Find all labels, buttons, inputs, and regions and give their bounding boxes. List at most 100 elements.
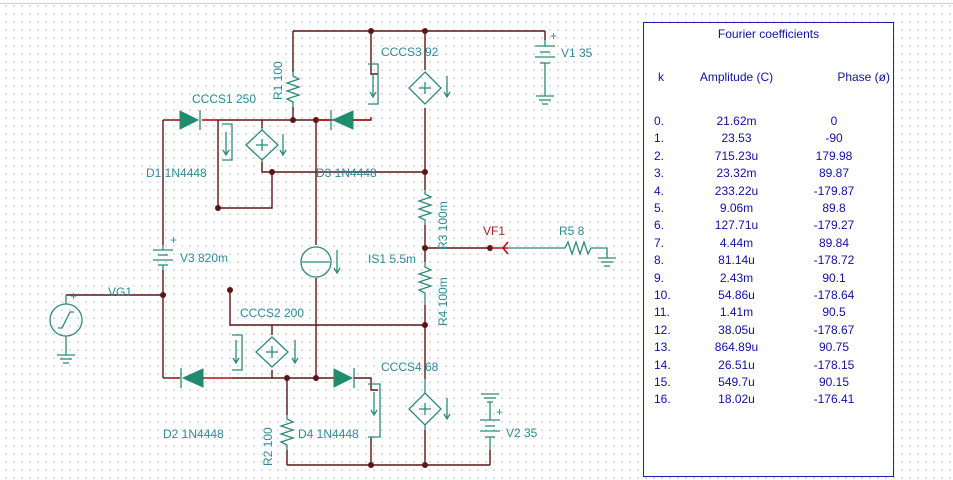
canvas-top-border [0, 3, 953, 4]
cell-k: 9. [654, 270, 665, 285]
svg-text:+: + [550, 29, 557, 43]
table-row: 14. 26.51u -178.15 [644, 358, 893, 375]
resistor-r1[interactable] [284, 72, 302, 107]
cell-k: 5. [654, 201, 665, 215]
cell-amplitude: 549.7u [718, 375, 755, 389]
cell-phase: 89.87 [818, 166, 850, 181]
cell-k: 4. [654, 183, 665, 198]
cell-phase: 90.15 [818, 375, 850, 389]
d4-label: D4 1N4448 [298, 427, 359, 441]
cell-amplitude: 864.89u [714, 340, 759, 355]
cell-amplitude: 233.22u [714, 183, 759, 198]
r1-label: R1 100 [271, 61, 285, 100]
cell-phase: -176.41 [813, 392, 855, 407]
v1-label: V1 35 [561, 46, 593, 60]
cell-phase: -178.67 [813, 322, 855, 337]
cell-phase: 89.8 [822, 201, 846, 215]
cell-phase: 90.1 [822, 270, 846, 285]
cell-amplitude: 18.02u [718, 392, 755, 407]
r2-label: R2 100 [261, 427, 275, 466]
cccs1-label: CCCS1 250 [192, 92, 256, 106]
cell-amplitude: 9.06m [719, 201, 754, 215]
cell-k: 13. [654, 340, 671, 355]
vf1-label: VF1 [483, 224, 505, 238]
cell-amplitude: 1.41m [719, 305, 754, 320]
cell-amplitude: 26.51u [718, 357, 755, 372]
signal-generator-vg1[interactable]: + [49, 289, 83, 364]
cell-k: 15. [654, 375, 671, 389]
cell-k: 12. [654, 322, 671, 337]
cccs3-label: CCCS3 92 [381, 45, 439, 59]
header-phase: Phase (ø) [837, 70, 890, 84]
cell-phase: 0 [830, 114, 838, 128]
fourier-title: Fourier coefficients [717, 27, 820, 41]
cell-phase: 89.84 [818, 235, 850, 250]
cccs3-source[interactable] [368, 63, 451, 105]
resistor-r5[interactable] [508, 239, 616, 267]
is1-label: IS1 5.5m [368, 252, 416, 266]
cell-k: 14. [654, 357, 671, 372]
cell-phase: -178.64 [813, 288, 855, 302]
cell-phase: -179.27 [813, 218, 855, 233]
table-row: 4.233.22u-179.87 [644, 184, 893, 201]
d2-label: D2 1N4448 [163, 427, 224, 441]
cell-amplitude: 4.44m [719, 235, 754, 250]
table-row: 5. 9.06m 89.8 [644, 201, 893, 218]
cell-k: 3. [654, 166, 665, 181]
cell-phase: -178.15 [813, 357, 855, 372]
table-row: 15. 549.7u 90.15 [644, 375, 893, 392]
svg-text:+: + [496, 405, 503, 419]
cell-phase: 179.98 [815, 148, 853, 163]
cell-phase: 90.75 [818, 340, 850, 355]
table-row: 8.81.14u-178.72 [644, 253, 893, 270]
table-row: 13. 864.89u 90.75 [644, 340, 893, 357]
cell-amplitude: 21.62m [716, 114, 757, 128]
fourier-coefficients-panel: Fourier coefficients k Amplitude (C) Pha… [643, 22, 894, 477]
d3-label: D3 1N4448 [316, 166, 377, 180]
r5-label: R5 8 [559, 224, 585, 238]
cccs2-source[interactable] [232, 334, 299, 371]
resistor-r2[interactable] [278, 415, 296, 450]
cell-amplitude: 38.05u [718, 322, 755, 337]
table-row: 0. 21.62m 0 [644, 114, 893, 131]
current-source-is1[interactable] [300, 246, 341, 278]
cell-phase: -178.72 [813, 253, 855, 268]
table-row: 1.23.53-90 [644, 131, 893, 148]
cell-k: 0. [654, 114, 665, 128]
vg1-label: VG1 [108, 285, 132, 299]
cell-amplitude: 23.53 [721, 131, 752, 146]
cell-k: 2. [654, 148, 665, 163]
table-row: 10.54.86u-178.64 [644, 288, 893, 305]
header-k: k [658, 70, 664, 84]
table-row: 2. 715.23u 179.98 [644, 149, 893, 166]
cell-k: 1. [654, 131, 665, 146]
cell-amplitude: 2.43m [719, 270, 754, 285]
table-row: 12. 38.05u -178.67 [644, 323, 893, 340]
svg-text:+: + [70, 289, 77, 303]
diode-d1[interactable] [170, 110, 218, 130]
voltage-probe-vf1[interactable] [490, 241, 509, 255]
cccs4-label: CCCS4 68 [381, 360, 439, 374]
battery-v1[interactable]: + [535, 29, 557, 105]
diode-d3[interactable] [316, 110, 371, 130]
diode-d2[interactable] [172, 368, 232, 388]
cell-amplitude: 715.23u [714, 148, 759, 163]
cell-amplitude: 81.14u [718, 253, 755, 268]
battery-v2[interactable]: + [480, 393, 503, 450]
diode-d4[interactable] [330, 368, 355, 388]
battery-v3[interactable]: + [153, 233, 177, 270]
table-row: 6.127.71u-179.27 [644, 218, 893, 235]
resistor-r4[interactable] [416, 262, 434, 305]
resistor-r3[interactable] [416, 190, 434, 225]
v2-label: V2 35 [506, 426, 538, 440]
cccs4-source[interactable] [368, 379, 451, 438]
cell-k: 16. [654, 392, 671, 407]
svg-text:+: + [170, 233, 177, 247]
v3-label: V3 820m [180, 251, 228, 265]
cccs1-source[interactable] [222, 123, 287, 162]
cell-k: 6. [654, 218, 665, 233]
